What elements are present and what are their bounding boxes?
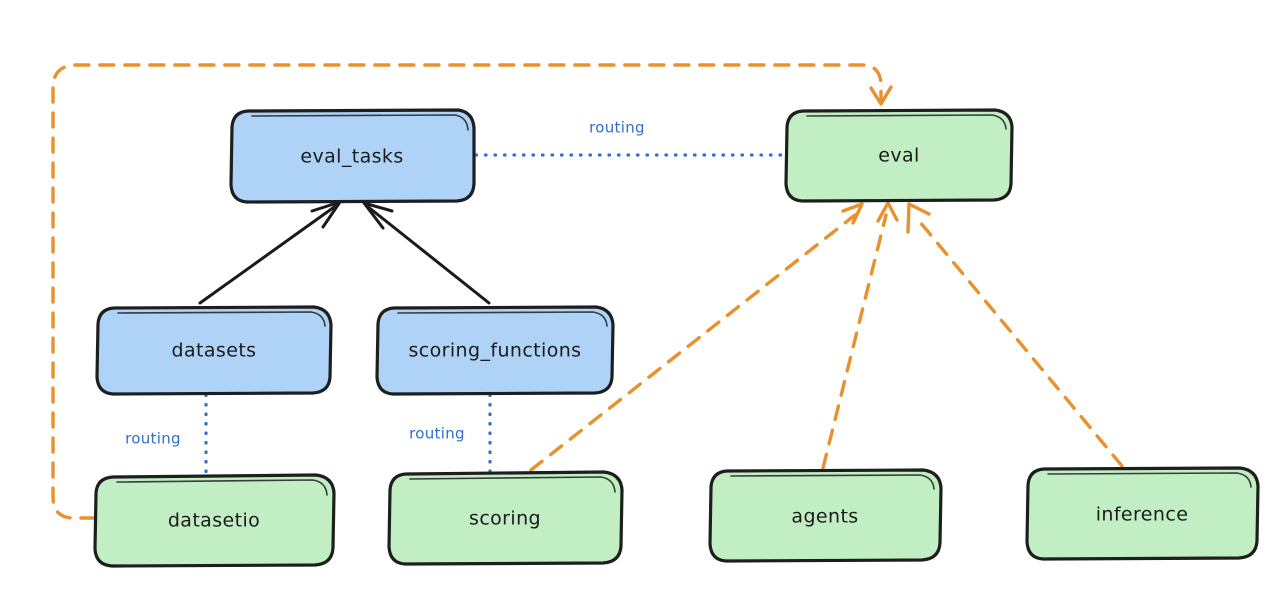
node-agents[interactable]: agents — [708, 468, 943, 563]
node-label-datasetio: datasetio — [168, 510, 260, 532]
node-label-inference: inference — [1096, 504, 1189, 526]
node-scoring-functions[interactable]: scoring_functions — [375, 305, 615, 396]
node-datasets[interactable]: datasets — [95, 305, 333, 396]
node-label-scoring-functions: scoring_functions — [409, 340, 582, 362]
nodes-layer: eval_tasks eval datasets scoring_functio… — [93, 108, 1260, 568]
edge-datasets-eval-tasks — [198, 200, 342, 305]
edge-agents-eval — [821, 201, 899, 470]
node-eval[interactable]: eval — [784, 108, 1014, 203]
node-eval-tasks[interactable]: eval_tasks — [229, 108, 476, 204]
node-inference[interactable]: inference — [1025, 466, 1260, 561]
edge-label-routing-scoring: routing — [409, 425, 465, 443]
node-label-eval: eval — [878, 145, 919, 167]
node-label-eval-tasks: eval_tasks — [300, 146, 403, 168]
edge-label-routing-datasets: routing — [125, 430, 181, 448]
edge-scoring-functions-eval-tasks — [362, 201, 491, 305]
node-scoring[interactable]: scoring — [387, 470, 624, 566]
edge-inference-eval — [906, 202, 1124, 468]
node-label-scoring: scoring — [469, 508, 541, 530]
edge-labels-layer: routing routing routing — [125, 119, 645, 448]
edges-layer — [51, 63, 1124, 520]
node-datasetio[interactable]: datasetio — [93, 473, 336, 568]
node-label-datasets: datasets — [172, 340, 257, 362]
edge-datasetio-eval — [51, 63, 893, 520]
edge-label-routing-eval-tasks: routing — [589, 119, 645, 137]
node-label-agents: agents — [791, 506, 858, 528]
edge-scoring-eval — [529, 202, 864, 472]
